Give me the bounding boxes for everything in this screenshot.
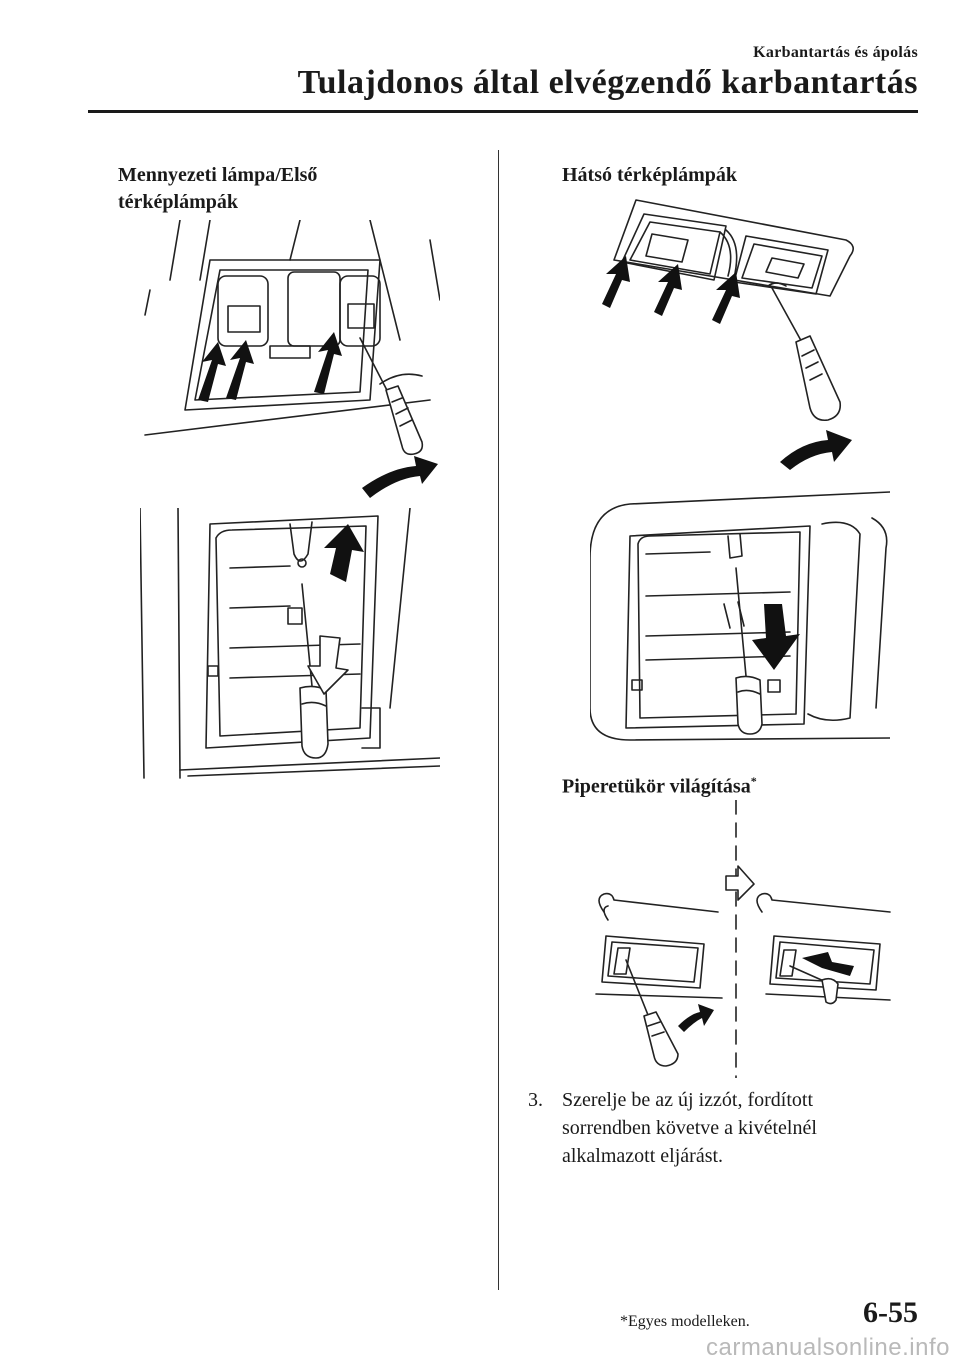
vanity-mirror-illustration xyxy=(586,800,892,1078)
push-arrow-icon xyxy=(198,332,342,402)
vanity-mirror-title: Piperetükör világítása* xyxy=(562,768,757,801)
overhead-lamp-title: Mennyezeti lámpa/Első térképlámpák xyxy=(118,162,317,216)
vanity-mirror-marker: * xyxy=(750,774,757,788)
step-3: 3. Szerelje be az új izzót, fordított so… xyxy=(528,1086,898,1170)
overhead-lamp-title-line1: Mennyezeti lámpa/Első xyxy=(118,164,318,186)
bulb-icon xyxy=(735,567,763,735)
overhead-lamp-removal-illustration xyxy=(140,220,440,505)
bulb-icon xyxy=(789,965,839,1005)
push-arrow-icon xyxy=(602,256,740,324)
push-arrow-icon xyxy=(752,604,800,670)
rear-bulb-illustration xyxy=(590,488,890,746)
step-number: 3. xyxy=(528,1089,543,1111)
step-text: Szerelje be az új izzót, fordított sorre… xyxy=(562,1089,817,1167)
screwdriver-icon xyxy=(359,337,424,456)
header-rule xyxy=(88,110,918,113)
column-divider xyxy=(498,150,499,1290)
rotate-arrow-icon xyxy=(362,456,438,498)
next-step-arrow-icon xyxy=(725,865,755,901)
footnote: *Egyes modelleken. xyxy=(620,1313,750,1330)
bulb-icon xyxy=(299,583,329,759)
screwdriver-icon xyxy=(767,282,842,422)
overhead-bulb-illustration xyxy=(140,508,440,790)
vanity-mirror-title-text: Piperetükör világítása xyxy=(562,775,751,798)
overhead-lamp-title-line2: térképlámpák xyxy=(118,191,238,213)
rotate-arrow-icon xyxy=(678,1004,714,1032)
rear-lamp-removal-illustration xyxy=(596,196,866,471)
rotate-arrow-icon xyxy=(780,430,852,470)
push-arrow-icon xyxy=(307,524,364,695)
rear-lamp-title: Hátsó térképlámpák xyxy=(562,164,737,186)
watermark: carmanualsonline.info xyxy=(706,1334,950,1361)
screwdriver-icon xyxy=(625,959,679,1067)
page-title: Tulajdonos által elvégzendő karbantartás xyxy=(297,64,918,101)
section-label: Karbantartás és ápolás xyxy=(753,44,918,61)
page-number: 6-55 xyxy=(863,1296,918,1329)
